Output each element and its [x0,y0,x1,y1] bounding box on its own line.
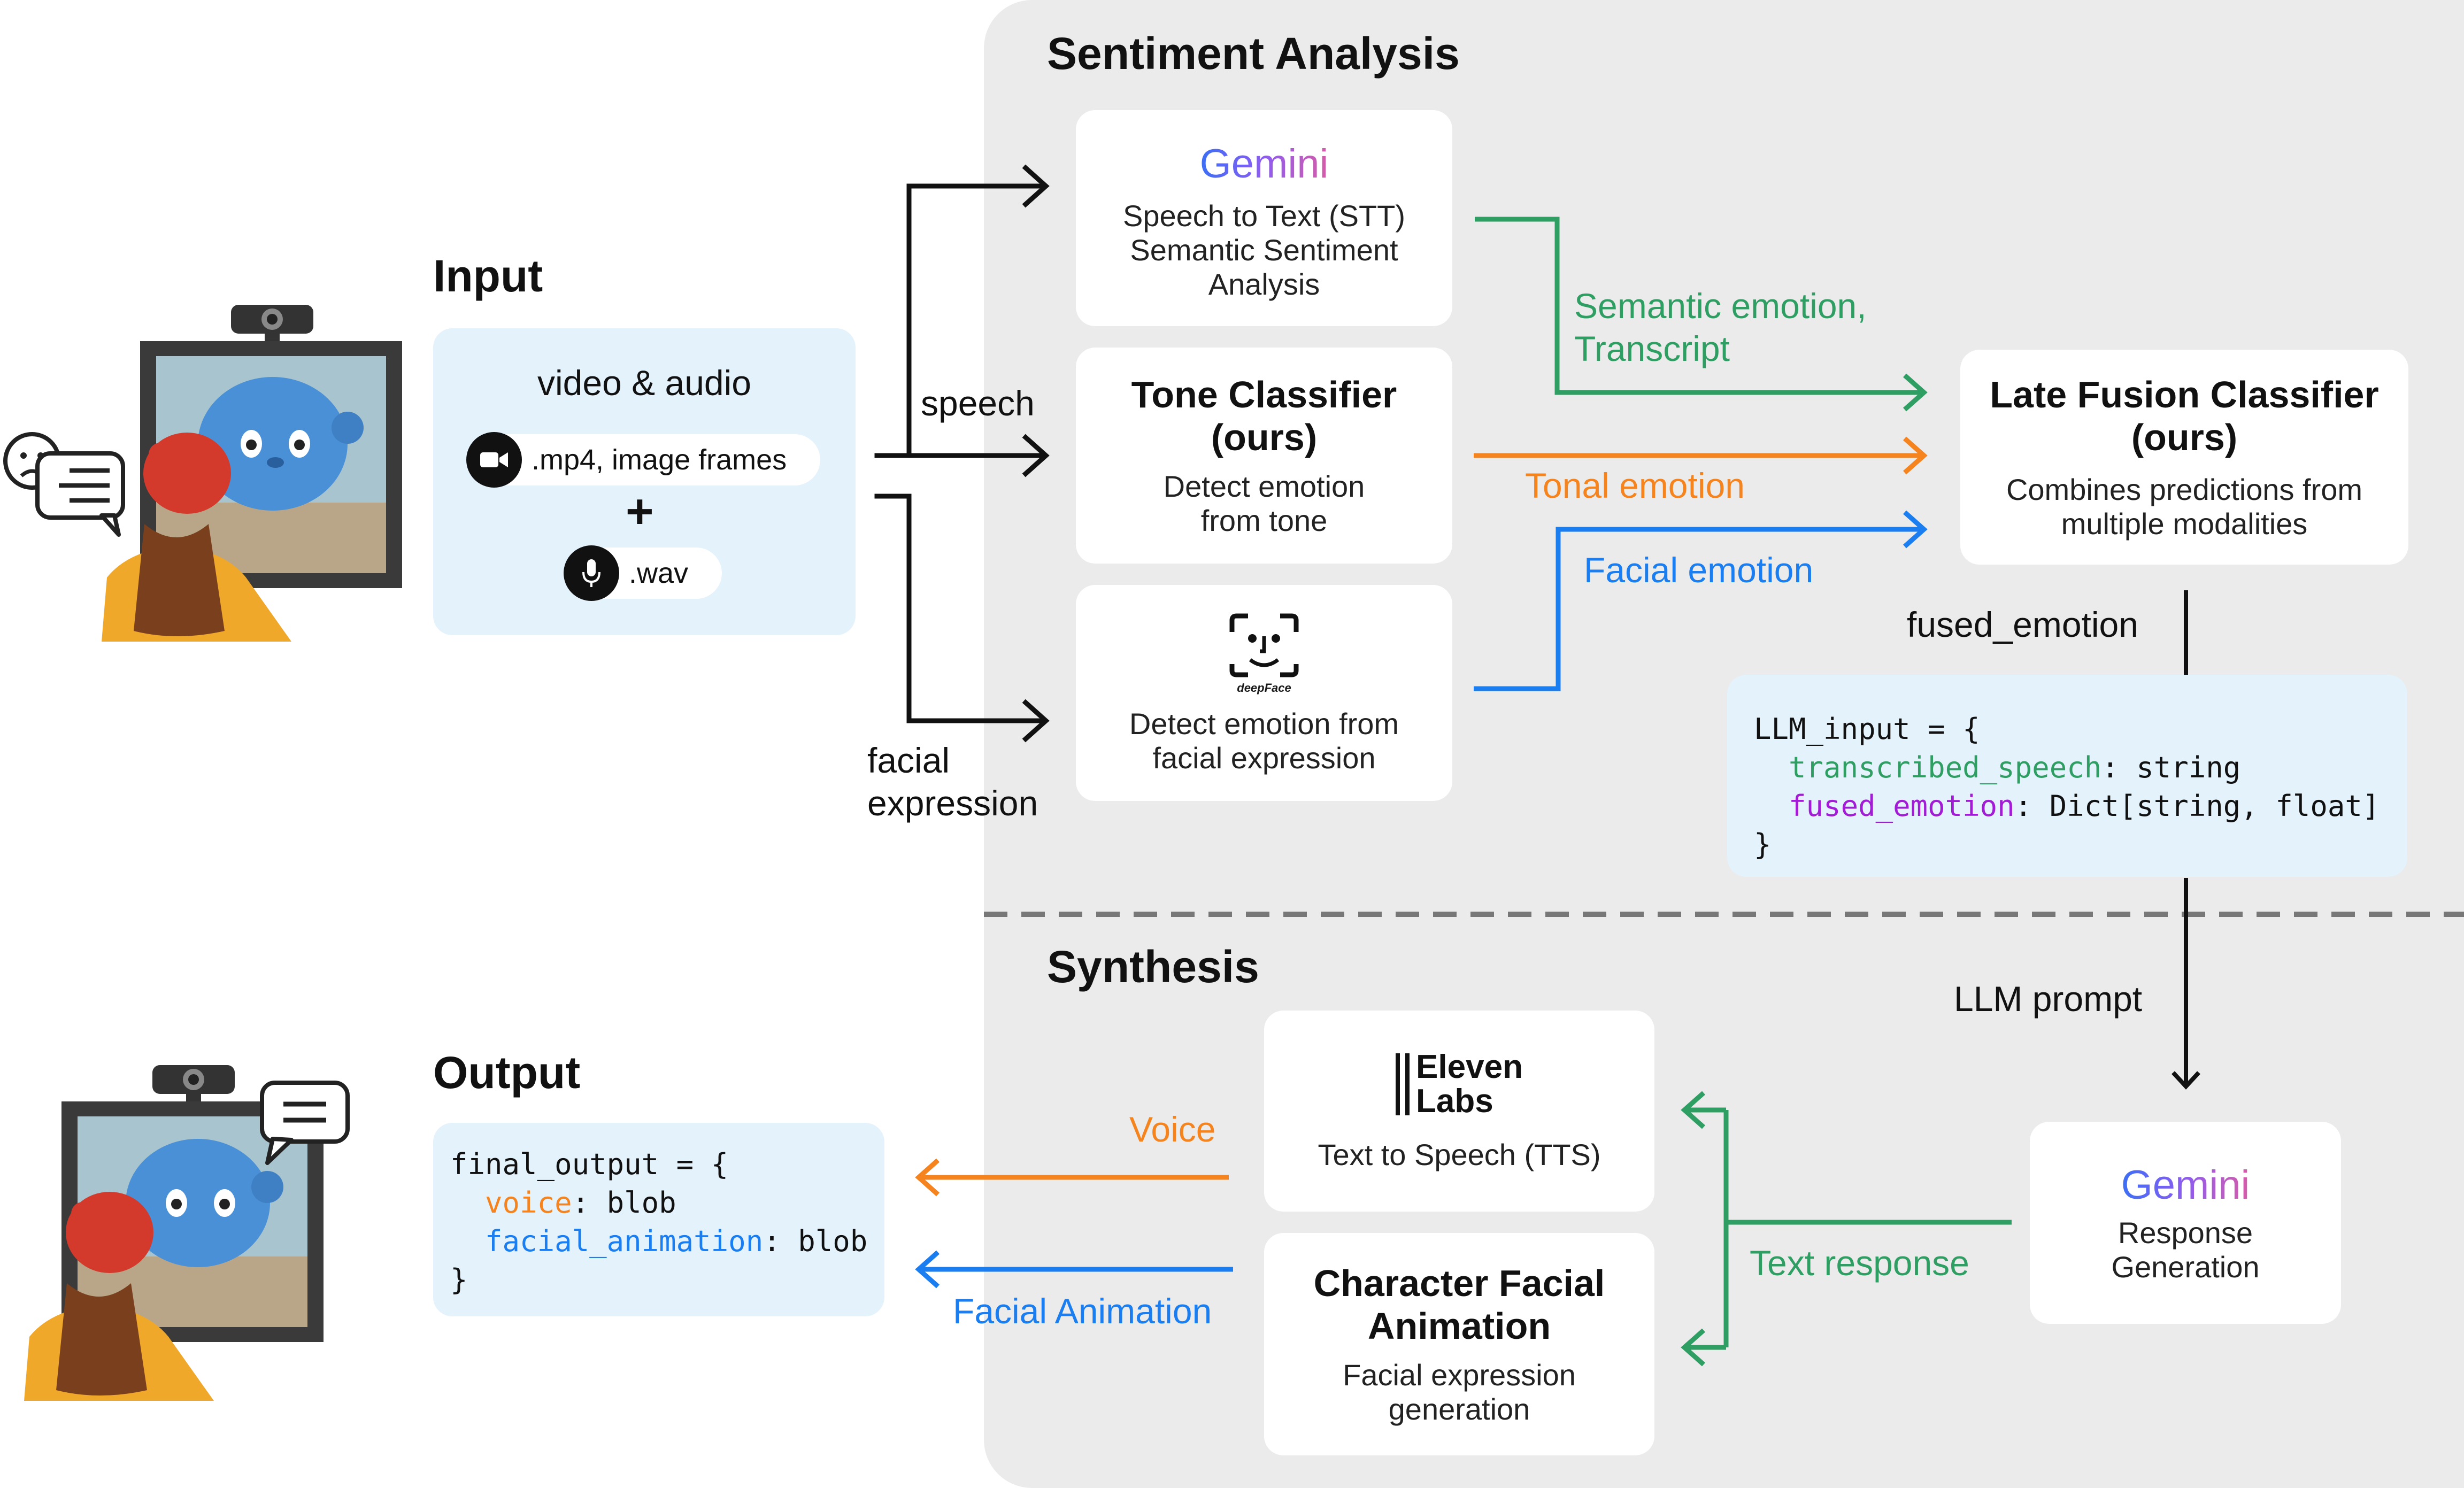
semantic-emotion-label-line2: Transcript [1574,329,1730,368]
elevenlabs-logo: Eleven Labs [1396,1050,1523,1119]
output-box [433,1123,884,1316]
fusion-sub-line2: multiple modalities [2061,507,2308,541]
fusion-title-line1: Late Fusion Classifier [1990,374,2379,415]
llm-prompt-label: LLM prompt [1954,979,2143,1019]
output-code-val2: : blob [763,1224,868,1258]
elevenlabs-bars-icon [1396,1053,1400,1115]
fused-emotion-label: fused_emotion [1907,605,2138,644]
input-box-title: video & audio [537,363,751,403]
llm-code-key2: fused_emotion [1789,789,2015,823]
face-sub-line2: facial expression [1152,741,1376,775]
output-code-key2: facial_animation [485,1224,764,1258]
anim-sub-line2: generation [1388,1392,1530,1426]
user-webcam-illustration-input [3,305,402,642]
audio-format-pill: .wav [564,545,722,601]
facial-label-line2: expression [867,783,1038,823]
tts-card: Eleven Labs Text to Speech (TTS) [1264,1011,1654,1212]
facial-emotion-label: Facial emotion [1584,550,1814,590]
gemini-logo: Gemini [1199,141,1329,187]
tts-sub: Text to Speech (TTS) [1318,1138,1601,1171]
tone-classifier-card: Tone Classifier (ours) Detect emotion fr… [1076,348,1452,564]
tonal-emotion-label: Tonal emotion [1525,466,1745,505]
response-sub-line1: Response [2118,1215,2253,1250]
semantic-emotion-label-line1: Semantic emotion, [1574,286,1867,326]
deepface-logo-text: deepFace [1237,681,1291,695]
audio-format-label: .wav [629,557,689,589]
llm-code-close: } [1754,828,1772,861]
stt-card: Gemini Speech to Text (STT) Semantic Sen… [1076,110,1452,326]
stt-line3: Analysis [1208,267,1320,301]
output-code-close: } [450,1263,468,1297]
stt-line1: Speech to Text (STT) [1122,198,1406,233]
tone-sub-line2: from tone [1200,504,1328,537]
tone-title-line1: Tone Classifier [1131,374,1397,415]
anim-sub-line1: Facial expression [1343,1358,1576,1392]
text-response-label: Text response [1750,1243,1969,1283]
late-fusion-card: Late Fusion Classifier (ours) Combines p… [1960,350,2408,565]
deepface-icon [1229,613,1299,677]
llm-code-key1: transcribed_speech [1789,751,2102,784]
response-sub-line2: Generation [2111,1250,2260,1284]
section-divider [984,912,2464,917]
input-title: Input [433,251,543,301]
facial-label-line1: facial [867,741,950,780]
video-camera-icon [466,432,522,488]
facial-animation-label: Facial Animation [953,1291,1212,1331]
elevenlabs-logo-line1: Eleven [1416,1048,1523,1085]
llm-code-val2: : Dict[string, float] [2014,789,2380,823]
anim-title-line1: Character Facial [1313,1262,1605,1304]
anim-title-line2: Animation [1367,1305,1551,1347]
llm-code-line1: LLM_input = { [1754,712,1980,746]
fusion-title-line2: (ours) [2131,417,2238,458]
plus-sign: + [626,485,654,538]
stt-line2: Semantic Sentiment [1130,233,1398,267]
tone-sub-line1: Detect emotion [1163,469,1365,503]
output-code-val1: : blob [572,1186,676,1220]
facial-animation-card: Character Facial Animation Facial expres… [1264,1233,1654,1455]
gemini-logo-response: Gemini [2121,1162,2250,1208]
output-code: final_output = { voice: blob facial_anim… [450,1145,867,1299]
video-format-pill: .mp4, image frames [466,432,820,488]
llm-code-val1: : string [2101,751,2241,784]
output-title: Output [433,1047,581,1098]
synthesis-title: Synthesis [1047,942,1259,992]
speech-label: speech [921,383,1035,423]
output-code-key1: voice [485,1186,572,1220]
elevenlabs-logo-line2: Labs [1416,1083,1493,1120]
response-generation-card: Gemini Response Generation [2030,1122,2341,1324]
microphone-icon [564,545,619,601]
output-code-line1: final_output = { [450,1147,729,1181]
video-format-label: .mp4, image frames [532,444,787,476]
face-detection-card: deepFace Detect emotion from facial expr… [1076,585,1452,801]
sentiment-analysis-title: Sentiment Analysis [1047,28,1460,79]
face-sub-line1: Detect emotion from [1129,707,1399,741]
user-webcam-illustration-output [24,1065,350,1401]
llm-input-code: LLM_input = { transcribed_speech: string… [1754,710,2380,864]
fusion-sub-line1: Combines predictions from [2006,473,2363,506]
voice-label: Voice [1129,1109,1216,1149]
tone-title-line2: (ours) [1211,417,1318,458]
llm-input-box [1727,675,2407,877]
